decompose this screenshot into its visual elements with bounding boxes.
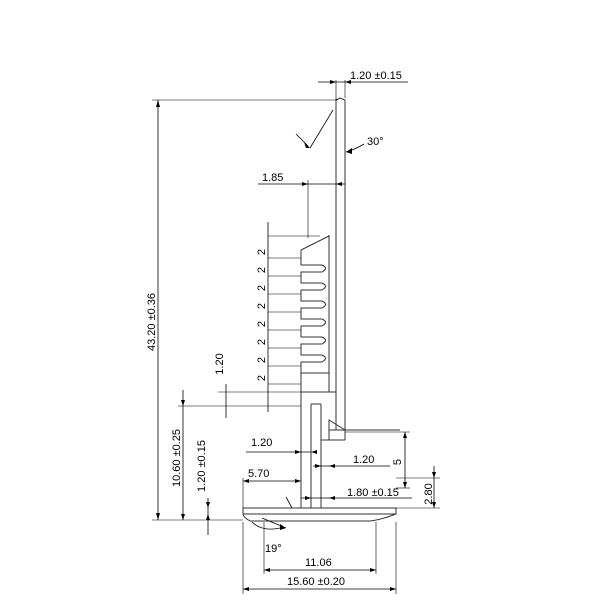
fins [300, 250, 329, 374]
fin-top-chamfer [300, 235, 330, 251]
tip-angle-label: 30° [367, 136, 384, 148]
base-span-label: 5.70 [248, 468, 269, 480]
fin-pitch-label: 2 [256, 321, 268, 327]
fin-pitch-label: 2 [256, 285, 268, 291]
lower-height-label: 10.60 ±0.25 [171, 429, 183, 487]
foot-angle-label: 19° [265, 543, 282, 555]
fin-pitch-label: 2 [256, 303, 268, 309]
fin-pitch-label: 2 [256, 375, 268, 381]
fin-pitch-label: 2 [256, 267, 268, 273]
overall-height-label: 43.20 ±0.36 [146, 293, 158, 351]
base-wall-label: 1.80 ±0.15 [347, 487, 399, 499]
inner-wall-label: 1.20 [353, 454, 374, 466]
fin-pitch-label: 2 [256, 249, 268, 255]
step-height-label: 5 [392, 459, 404, 465]
fin-thickness-label: 1.20 [214, 353, 226, 374]
base-plate [242, 507, 397, 522]
gap-width-label: 1.20 [251, 437, 272, 449]
dimension-lines [152, 80, 440, 594]
fin-pitch-label: 2 [256, 339, 268, 345]
fin-offset-label: 1.85 [262, 172, 283, 184]
fin-pitch-label: 2 [256, 357, 268, 363]
inner-width-label: 11.06 [305, 557, 332, 569]
profile-outline [242, 97, 400, 522]
wall-tip [335, 97, 346, 101]
overall-width-label: 15.60 ±0.20 [287, 576, 345, 588]
lower-wall-label: 1.20 ±0.15 [196, 440, 208, 492]
base-height-label: 2.80 [423, 483, 435, 504]
top-wall-label: 1.20 ±0.15 [350, 70, 402, 82]
dimension-labels: 1.20 ±0.15 30° 1.85 2 2 2 2 2 2 2 2 1.20… [146, 70, 435, 588]
